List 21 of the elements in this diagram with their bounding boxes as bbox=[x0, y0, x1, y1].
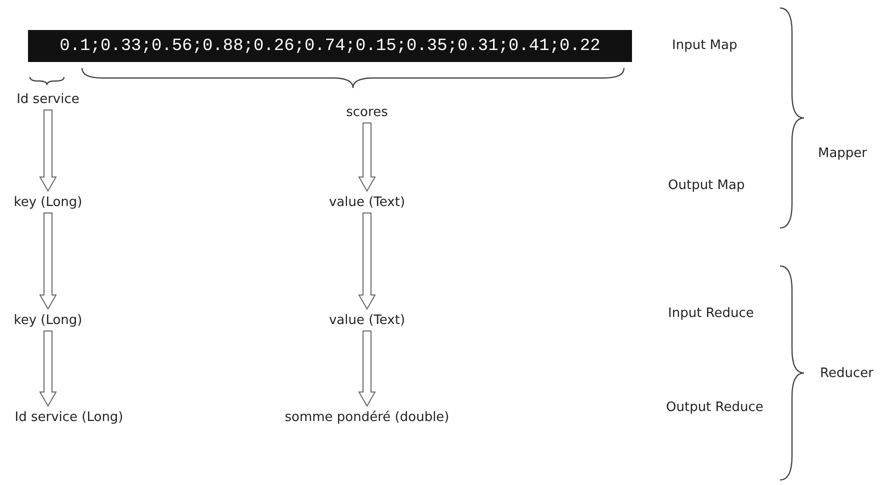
side-label: Mapper bbox=[818, 146, 868, 161]
side-label: Input Reduce bbox=[668, 306, 754, 321]
hollow-arrow bbox=[39, 110, 57, 192]
side-label: Output Reduce bbox=[666, 400, 764, 415]
text-label: Id service bbox=[8, 90, 88, 108]
text-label: Id service (Long) bbox=[4, 408, 134, 426]
text-label: scores bbox=[317, 103, 417, 121]
side-label: Input Map bbox=[672, 38, 738, 53]
text-label: value (Text) bbox=[307, 311, 427, 329]
data-bar: 0.1;0.33;0.56;0.88;0.26;0.74;0.15;0.35;0.31;0.41;0.22 bbox=[28, 30, 632, 62]
text-label: key (Long) bbox=[8, 311, 88, 329]
hollow-arrow bbox=[358, 330, 376, 407]
text-label: somme pondéré (double) bbox=[277, 408, 457, 426]
hollow-arrow bbox=[39, 330, 57, 407]
side-label: Reducer bbox=[820, 366, 874, 381]
side-label: Output Map bbox=[668, 178, 745, 193]
text-label: value (Text) bbox=[307, 193, 427, 211]
hollow-arrow bbox=[39, 212, 57, 310]
hollow-arrow bbox=[358, 122, 376, 192]
text-label: key (Long) bbox=[8, 193, 88, 211]
hollow-arrow bbox=[358, 212, 376, 310]
